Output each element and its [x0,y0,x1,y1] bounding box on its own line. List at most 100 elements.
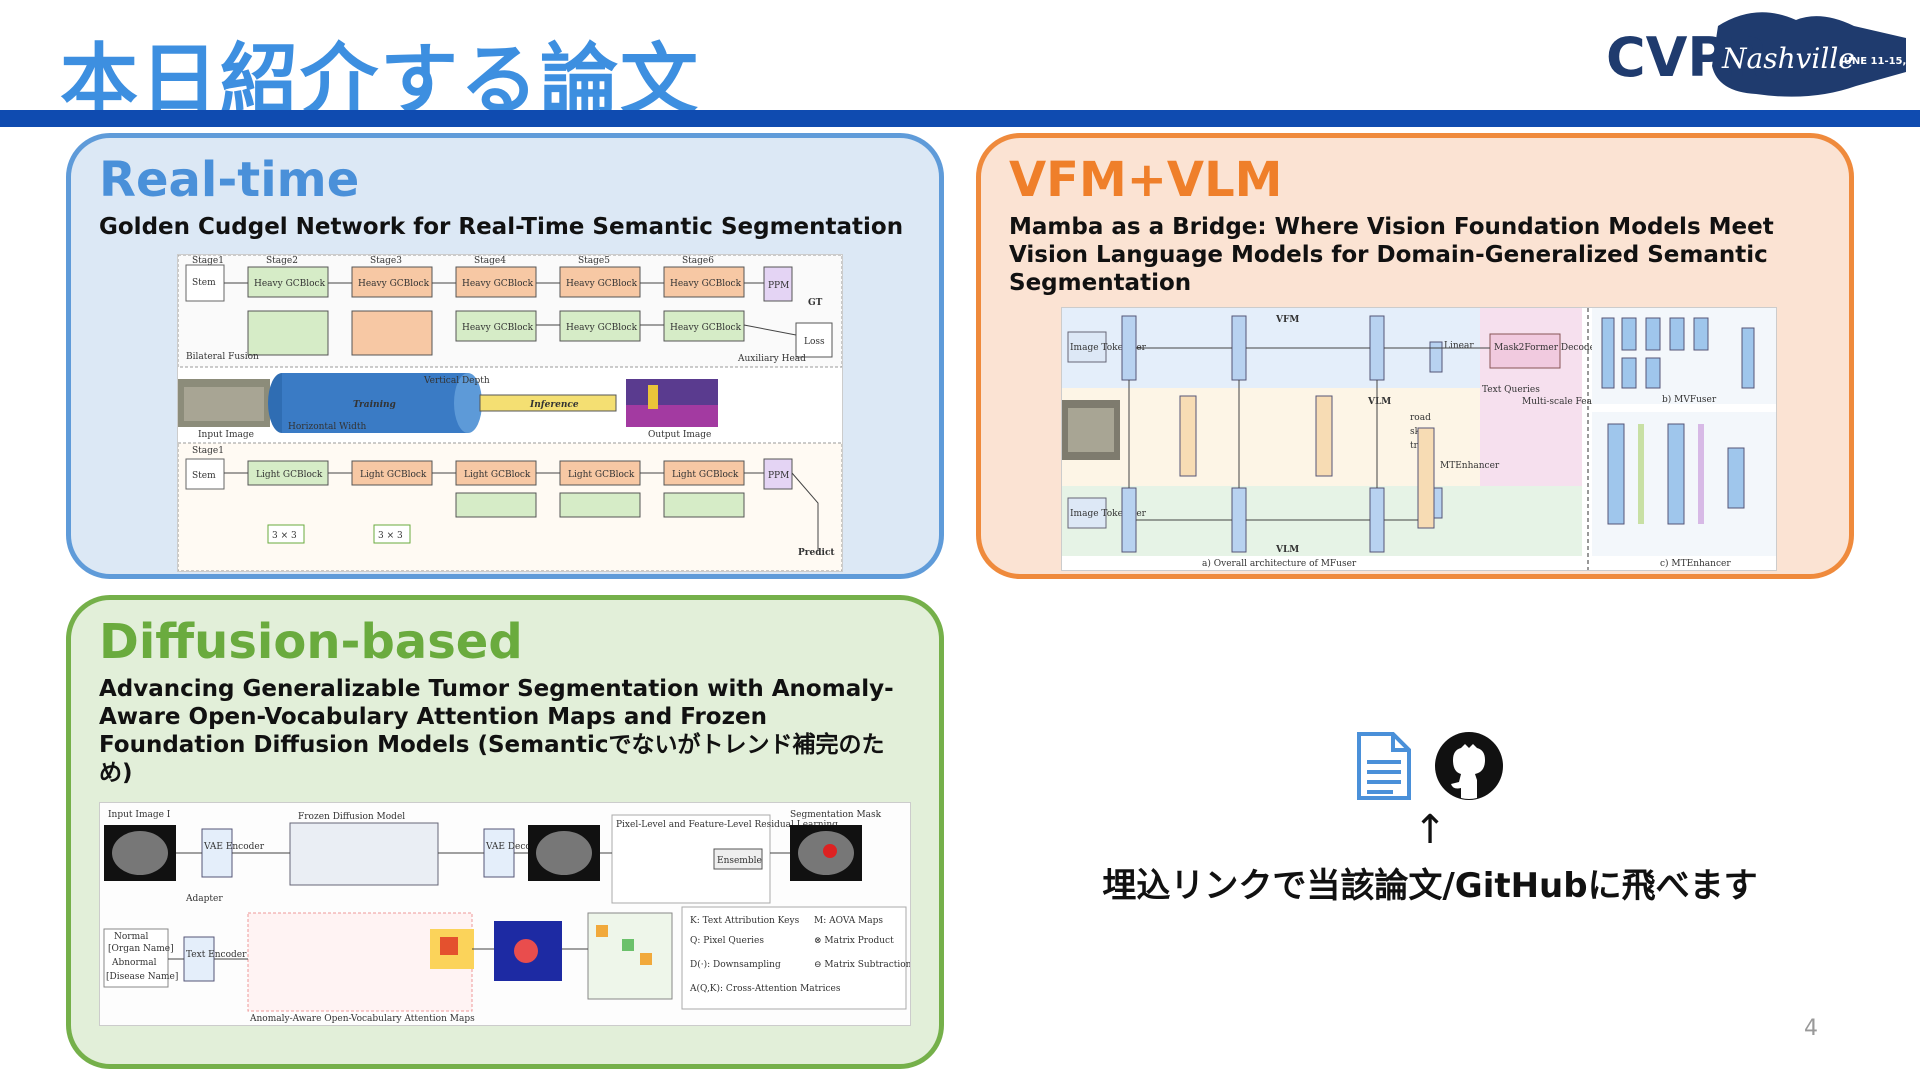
paper-title-link[interactable]: Mamba as a Bridge: Where Vision Foundati… [1009,213,1774,296]
svg-text:Light GCBlock: Light GCBlock [672,470,739,480]
svg-text:Stem: Stem [192,471,216,481]
svg-text:M: AOVA Maps: M: AOVA Maps [814,916,883,926]
svg-text:VFM: VFM [1275,315,1299,325]
svg-text:road: road [1410,413,1431,423]
svg-text:Training: Training [353,400,396,410]
svg-text:Heavy GCBlock: Heavy GCBlock [566,279,638,289]
svg-text:[Organ Name]: [Organ Name] [108,944,174,954]
card-realtime[interactable]: Real-time Golden Cudgel Network for Real… [66,133,944,579]
svg-text:Vertical Depth: Vertical Depth [423,376,490,386]
svg-text:Abnormal: Abnormal [111,958,157,968]
svg-text:Normal: Normal [114,932,148,942]
svg-text:Frozen Diffusion Model: Frozen Diffusion Model [298,812,405,822]
svg-text:b) MVFuser: b) MVFuser [1662,394,1717,405]
svg-text:Stage1: Stage1 [192,256,224,266]
svg-text:Segmentation Mask: Segmentation Mask [790,810,882,820]
svg-text:Mask2Former Decoder: Mask2Former Decoder [1494,343,1600,353]
svg-text:Heavy GCBlock: Heavy GCBlock [566,323,638,333]
svg-text:PPM: PPM [768,471,789,481]
paper-title-link[interactable]: Golden Cudgel Network for Real-Time Sema… [99,213,904,240]
svg-text:Q: Pixel Queries: Q: Pixel Queries [690,936,764,946]
gcnet-bottom-row: Stage1 Stem Light GCBlock Light GCBlock … [185,446,835,558]
svg-text:Heavy GCBlock: Heavy GCBlock [254,279,326,289]
diffusion-bottom-row: Normal [Organ Name] Abnormal [Disease Na… [103,906,910,1024]
svg-text:c) MTEnhancer: c) MTEnhancer [1660,558,1731,569]
svg-text:Output Image: Output Image [648,430,711,440]
logo-main: CVPR [1606,26,1769,89]
gcnet-middle-row: Input Image Training Vertical Depth Hori… [178,373,718,440]
svg-text:Multi-scale Features: Multi-scale Features [1522,397,1616,407]
svg-text:Inference: Inference [529,400,579,410]
svg-text:VAE Decoder: VAE Decoder [485,842,547,852]
svg-text:Image Tokenizer: Image Tokenizer [1070,343,1147,353]
svg-text:MTEnhancer: MTEnhancer [1440,461,1500,471]
svg-text:Loss: Loss [804,337,825,347]
svg-text:Image Tokenizer: Image Tokenizer [1070,509,1147,519]
logo-dates: JUNE 11-15, 2025 [1839,56,1906,67]
svg-text:Stage3: Stage3 [370,256,402,266]
document-icon[interactable] [1355,730,1413,806]
diffusion-top-row: Input Image I VAE Encoder Frozen Diffusi… [104,810,882,904]
svg-text:Anomaly-Aware Open-Vocabulary: Anomaly-Aware Open-Vocabulary Attention … [249,1014,475,1024]
svg-text:Bilateral Fusion: Bilateral Fusion [186,352,259,362]
svg-text:Heavy GCBlock: Heavy GCBlock [670,279,742,289]
svg-text:Light GCBlock: Light GCBlock [568,470,635,480]
link-hint: ↑ 埋込リンクで当該論文/GitHubに飛べます [1060,730,1800,907]
svg-text:Text Queries: Text Queries [1482,385,1540,395]
svg-text:Predict: Predict [798,548,835,558]
svg-text:Stage2: Stage2 [266,256,298,266]
svg-text:3 × 3: 3 × 3 [378,531,403,541]
svg-text:Light GCBlock: Light GCBlock [360,470,427,480]
svg-text:PPM: PPM [768,281,789,291]
mvfuser-panel: b) MVFuser [1592,308,1776,405]
svg-text:Ensemble: Ensemble [717,856,762,866]
card-label: Diffusion-based [99,614,523,670]
svg-text:Pixel-Level and Feature-Level: Pixel-Level and Feature-Level Residual L… [616,820,838,830]
svg-text:Input Image I: Input Image I [108,810,171,820]
up-arrow-icon: ↑ [1413,807,1447,853]
card-vfm-vlm[interactable]: VFM+VLM Mamba as a Bridge: Where Vision … [976,133,1854,579]
cvpr-logo: CVPR Nashville JUNE 11-15, 2025 [1606,6,1920,102]
svg-text:D(·): Downsampling: D(·): Downsampling [690,959,781,970]
svg-text:Auxiliary Head: Auxiliary Head [737,354,806,364]
header-rule [0,110,1920,127]
svg-text:GT: GT [808,298,823,308]
svg-text:VAE Encoder: VAE Encoder [203,842,265,852]
svg-text:Linear: Linear [1444,341,1474,351]
svg-text:Light GCBlock: Light GCBlock [256,470,323,480]
svg-text:Text Encoder: Text Encoder [186,950,247,960]
svg-text:A(Q,K): Cross-Attention Matric: A(Q,K): Cross-Attention Matrices [689,983,841,994]
gcnet-top-row: Stage1 Stem Stage2 Heavy GCBlock Stage3 … [185,256,833,364]
svg-text:Light GCBlock: Light GCBlock [464,470,531,480]
svg-text:Horizontal Width: Horizontal Width [288,422,366,432]
link-instruction: 埋込リンクで当該論文/GitHubに飛べます [1102,866,1758,906]
mtenhancer-panel: c) MTEnhancer [1592,412,1776,569]
svg-text:a) Overall architecture of MFu: a) Overall architecture of MFuser [1202,558,1357,569]
svg-text:K: Text Attribution Keys: K: Text Attribution Keys [690,916,800,926]
svg-text:VLM: VLM [1367,397,1391,407]
svg-text:⊗ Matrix Product: ⊗ Matrix Product [814,936,894,946]
mfuser-figure: Image Tokenizer Image Tokenizer VFM VLM … [1061,307,1777,571]
svg-text:VLM: VLM [1275,545,1299,555]
card-label: VFM+VLM [1009,152,1283,208]
paper-title-link[interactable]: Advancing Generalizable Tumor Segmentati… [99,675,894,786]
card-label: Real-time [99,152,360,208]
gcnet-figure: Stage1 Stem Stage2 Heavy GCBlock Stage3 … [177,254,843,572]
svg-text:3 × 3: 3 × 3 [272,531,297,541]
svg-text:Stage6: Stage6 [682,256,714,266]
page-number: 4 [1804,1016,1818,1041]
svg-text:Heavy GCBlock: Heavy GCBlock [670,323,742,333]
logo-script: Nashville [1721,42,1855,75]
card-diffusion[interactable]: Diffusion-based Advancing Generalizable … [66,595,944,1069]
svg-text:Stem: Stem [192,278,216,288]
svg-text:Heavy GCBlock: Heavy GCBlock [462,323,534,333]
svg-text:Heavy GCBlock: Heavy GCBlock [358,279,430,289]
svg-text:Stage1: Stage1 [192,446,224,456]
svg-text:Stage4: Stage4 [474,256,506,266]
svg-text:[Disease Name]: [Disease Name] [106,972,178,982]
github-icon[interactable] [1433,730,1505,806]
svg-text:Adapter: Adapter [185,894,223,904]
svg-text:⊖ Matrix Subtraction: ⊖ Matrix Subtraction [814,960,910,970]
tumor-seg-figure: Input Image I VAE Encoder Frozen Diffusi… [99,802,911,1026]
svg-text:Stage5: Stage5 [578,256,610,266]
